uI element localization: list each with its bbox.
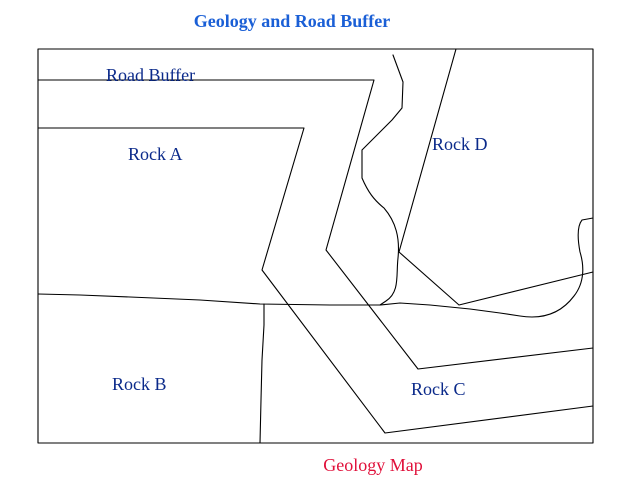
road-buffer-outer-boundary <box>37 79 594 370</box>
rock-d-label: Rock D <box>432 134 488 154</box>
rock-b-label: Rock B <box>112 374 167 394</box>
rock-a-label: Rock A <box>128 144 183 164</box>
rock-c-label: Rock C <box>411 379 466 399</box>
rock-b-rock-c-divide <box>259 303 265 444</box>
map-caption: Geology Map <box>323 455 422 475</box>
road-buffer-label: Road Buffer <box>106 65 195 85</box>
road-buffer-inner-boundary <box>37 127 594 434</box>
rock-d-south-boundary <box>398 251 594 306</box>
map-title: Geology and Road Buffer <box>194 11 391 31</box>
stream-line <box>361 54 404 306</box>
rock-d-west-boundary <box>398 48 457 253</box>
map-frame <box>37 48 594 444</box>
rock-a-rock-b-contact <box>37 217 594 318</box>
